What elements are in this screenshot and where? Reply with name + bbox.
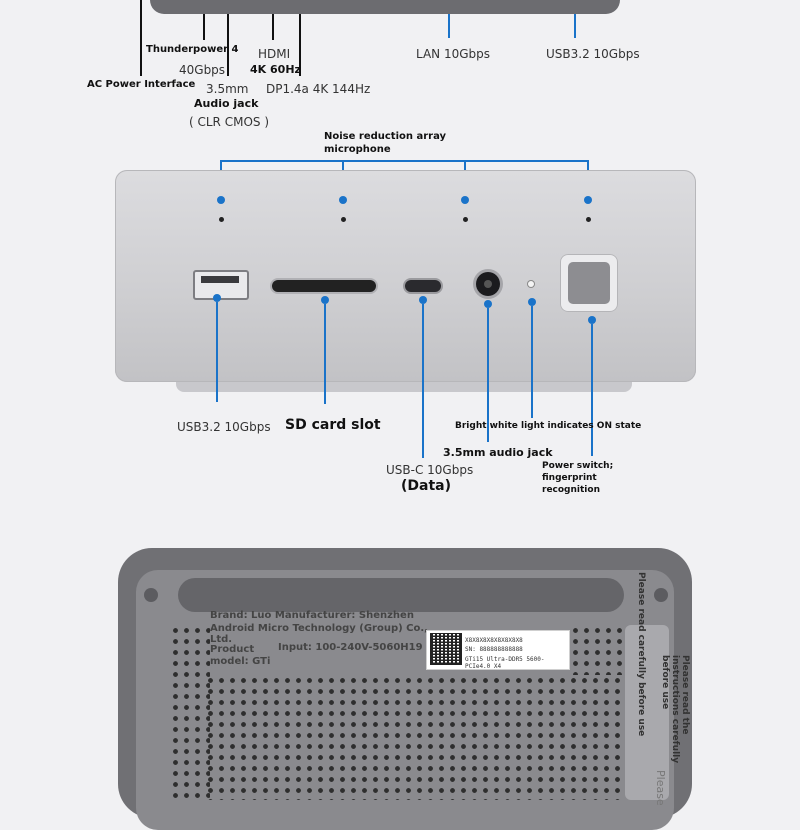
ac-power-label: AC Power Interface [87,79,196,90]
brand-line-2: Android Micro Technology (Group) Co., [210,623,428,634]
audio-marker [484,300,492,308]
usb-c-port [405,280,441,292]
mic-hole-3 [463,217,468,222]
mic-marker-3 [461,196,469,204]
audio-jack [476,272,500,296]
qr-code [430,633,462,665]
audio-line [487,308,489,442]
input-label: Input: 100-240V-5060H19 [278,642,423,653]
rubber-foot-bar [178,578,624,612]
side-warning-2: Please read the instructions carefully b… [660,655,690,764]
warning-plate [625,625,669,800]
power-label-1: Power switch; [542,461,614,471]
led-line [531,306,533,418]
sd-label: SD card slot [285,417,381,433]
audio-size-label: 3.5mm [206,82,249,96]
vent-grid-upper-right [570,625,625,675]
dp-label: DP1.4a 4K 144Hz [266,82,371,96]
audio-front-label: 3.5mm audio jack [443,446,553,459]
mic-title-1: Noise reduction array [324,131,447,142]
usb-c-line [422,304,424,458]
dp-line [299,14,301,76]
product-label: Product [210,644,255,655]
mic-title-2: microphone [324,144,391,155]
hdmi-label: HDMI [258,47,291,61]
power-label-2: fingerprint [542,473,597,483]
sticker-code: X8X8X8X8X8X8X8X8 [465,637,523,644]
side-warning-3: Please [654,770,667,806]
lan-line [448,14,450,38]
led-label: Bright white light indicates ON state [455,421,642,431]
power-led [528,281,534,287]
sd-card-slot [272,280,376,292]
usb-a-line [216,302,218,402]
thunderpower-speed-label: 40Gbps [179,63,226,77]
sticker-spec: GTi15 Ultra-DDR5 5600-PCIe4.0 X4 [465,656,545,670]
hdmi-spec-label: 4K 60Hz [250,63,301,76]
usbc-data-label: (Data) [401,478,452,494]
side-warning-1: Please read carefully before use [636,572,646,737]
hdmi-line [272,14,274,40]
rear-device-edge [150,0,620,14]
model-label: model: GTi [210,656,271,667]
mic-marker-2 [339,196,347,204]
usb-front-label: USB3.2 10Gbps [177,420,271,434]
mic-bracket-top [220,160,589,162]
brand-line-3: Ltd. [210,634,233,645]
screw-right [654,588,668,602]
usbc-label: USB-C 10Gbps [386,463,474,477]
sticker-sn: SN: 888888888888 [465,646,523,653]
mic-hole-4 [586,217,591,222]
screw-left [144,588,158,602]
clr-cmos-label: ( CLR CMOS ) [189,115,270,129]
usb-a-port [193,270,249,300]
mic-hole-2 [341,217,346,222]
mic-hole-1 [219,217,224,222]
usb-rear-label: USB3.2 10Gbps [546,47,640,61]
serial-sticker: X8X8X8X8X8X8X8X8 SN: 888888888888 GTi15 … [426,630,570,670]
usb-c-marker [419,296,427,304]
mic-marker-4 [584,196,592,204]
power-button [560,254,618,312]
usb-a-marker [213,294,221,302]
vent-grid-main [205,675,625,800]
power-line [591,324,593,456]
mic-marker-1 [217,196,225,204]
audio-jack-label: Audio jack [194,97,259,110]
vent-grid-left [170,625,210,800]
audio-rear-line [227,14,229,76]
ac-power-line [140,0,142,76]
power-marker [588,316,596,324]
sd-marker [321,296,329,304]
power-label-3: recognition [542,485,600,495]
usb-rear-line [574,14,576,38]
fingerprint-sensor [568,262,610,304]
thunderpower-line [203,14,205,40]
sd-line [324,304,326,404]
lan-label: LAN 10Gbps [416,47,491,61]
thunderpower-label: Thunderpower 4 [146,44,239,55]
brand-line-1: Brand: Luo Manufacturer: Shenzhen [210,610,414,621]
led-marker [528,298,536,306]
